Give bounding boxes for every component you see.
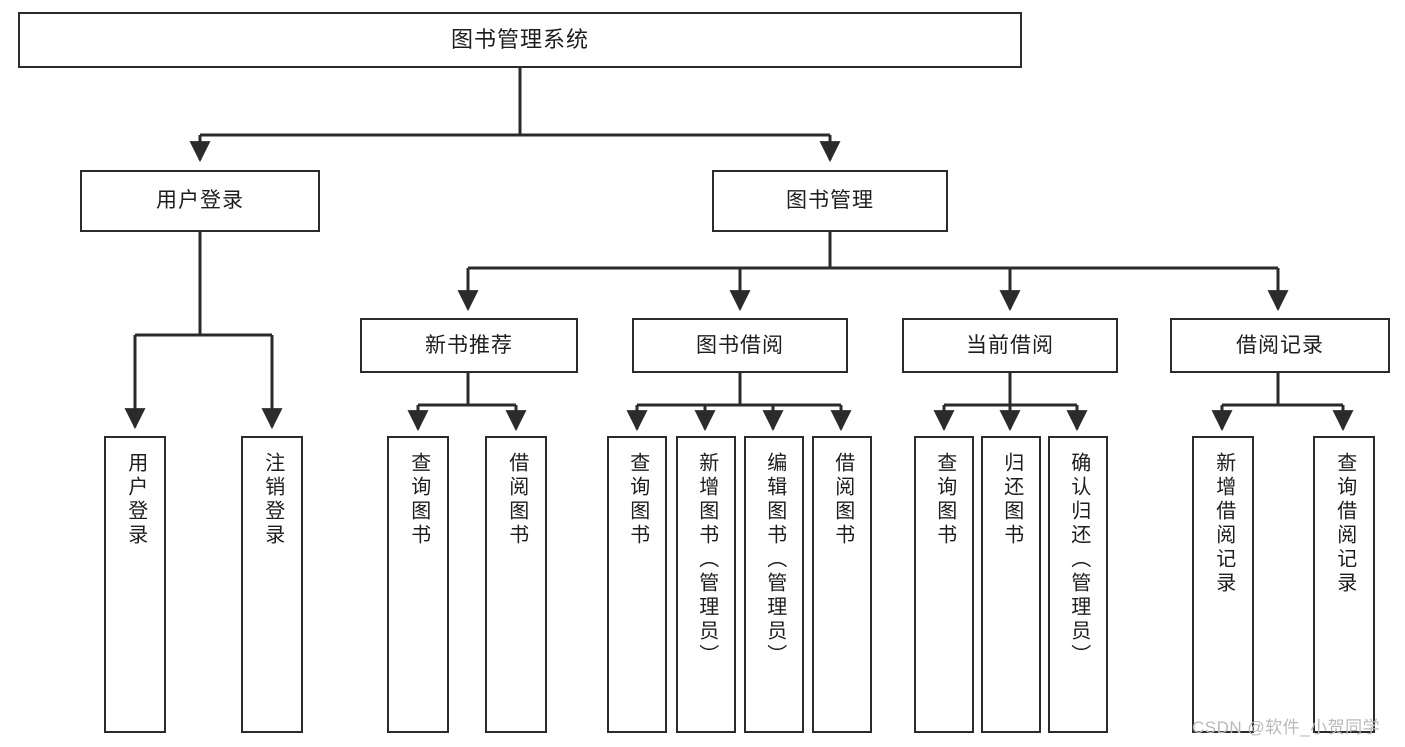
leaf-borrow-add-book-admin[interactable]: 新增图书（管理员） bbox=[676, 436, 736, 733]
node-label: 借阅图书 bbox=[831, 452, 854, 548]
leaf-user-login[interactable]: 用户登录 bbox=[104, 436, 166, 733]
node-label: 图书借阅 bbox=[696, 333, 784, 357]
node-current-borrow[interactable]: 当前借阅 bbox=[902, 318, 1118, 373]
leaf-current-query-book[interactable]: 查询图书 bbox=[914, 436, 974, 733]
node-label: 查询图书 bbox=[407, 452, 430, 548]
leaf-current-return-book[interactable]: 归还图书 bbox=[981, 436, 1041, 733]
node-label: 图书管理 bbox=[786, 189, 874, 213]
leaf-recommend-query-book[interactable]: 查询图书 bbox=[387, 436, 449, 733]
leaf-record-add-record[interactable]: 新增借阅记录 bbox=[1192, 436, 1254, 733]
leaf-current-confirm-return-admin[interactable]: 确认归还（管理员） bbox=[1048, 436, 1108, 733]
leaf-borrow-borrow-book[interactable]: 借阅图书 bbox=[812, 436, 872, 733]
node-label: 查询借阅记录 bbox=[1333, 452, 1356, 596]
node-book-management[interactable]: 图书管理 bbox=[712, 170, 948, 232]
leaf-record-query-record[interactable]: 查询借阅记录 bbox=[1313, 436, 1375, 733]
leaf-user-logout[interactable]: 注销登录 bbox=[241, 436, 303, 733]
node-label: 查询图书 bbox=[626, 452, 649, 548]
node-label: 确认归还（管理员） bbox=[1067, 452, 1090, 668]
node-label: 用户登录 bbox=[156, 189, 244, 213]
leaf-recommend-borrow-book[interactable]: 借阅图书 bbox=[485, 436, 547, 733]
leaf-borrow-edit-book-admin[interactable]: 编辑图书（管理员） bbox=[744, 436, 804, 733]
node-label: 新增借阅记录 bbox=[1212, 452, 1235, 596]
node-label: 归还图书 bbox=[1000, 452, 1023, 548]
node-user-login[interactable]: 用户登录 bbox=[80, 170, 320, 232]
node-root-system[interactable]: 图书管理系统 bbox=[18, 12, 1022, 68]
node-label: 注销登录 bbox=[261, 452, 284, 548]
node-label: 用户登录 bbox=[124, 452, 147, 548]
csdn-watermark: CSDN @软件_小贺同学 bbox=[1192, 718, 1381, 737]
node-new-book-recommend[interactable]: 新书推荐 bbox=[360, 318, 578, 373]
node-book-borrow[interactable]: 图书借阅 bbox=[632, 318, 848, 373]
node-label: 查询图书 bbox=[933, 452, 956, 548]
node-label: 借阅记录 bbox=[1236, 333, 1324, 357]
node-borrow-record[interactable]: 借阅记录 bbox=[1170, 318, 1390, 373]
node-label: 编辑图书（管理员） bbox=[763, 452, 786, 668]
leaf-borrow-query-book[interactable]: 查询图书 bbox=[607, 436, 667, 733]
node-label: 新增图书（管理员） bbox=[695, 452, 718, 668]
node-label: 图书管理系统 bbox=[450, 26, 589, 52]
node-label: 借阅图书 bbox=[505, 452, 528, 548]
node-label: 新书推荐 bbox=[425, 333, 513, 357]
node-label: 当前借阅 bbox=[966, 333, 1054, 357]
